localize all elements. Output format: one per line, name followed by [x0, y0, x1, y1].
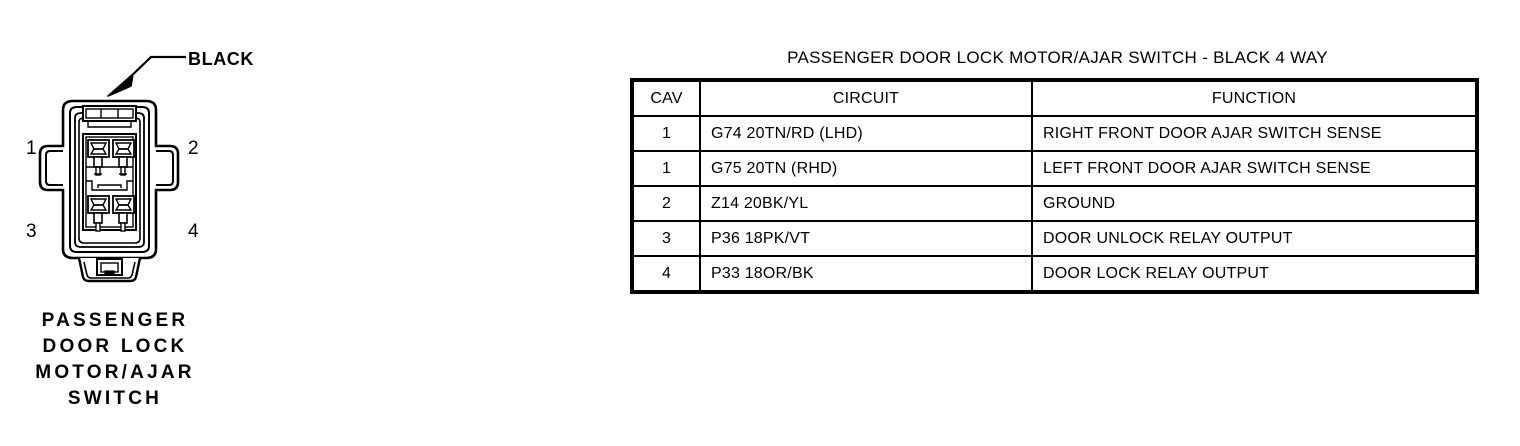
header-circuit: CIRCUIT: [699, 79, 1033, 117]
terminal-cavity-4: [112, 195, 135, 232]
row-cav: 3: [631, 220, 701, 257]
terminal-cavity-3: [87, 195, 110, 232]
connector-color-label: BLACK: [188, 49, 254, 69]
terminal-cavities: [86, 139, 135, 232]
row-cav: 2: [631, 185, 701, 222]
pinout-table-panel: PASSENGER DOOR LOCK MOTOR/AJAR SWITCH - …: [630, 48, 1479, 294]
row-function: GROUND: [1031, 185, 1478, 222]
table-title: PASSENGER DOOR LOCK MOTOR/AJAR SWITCH - …: [787, 48, 1328, 67]
table-row: 1 G75 20TN (RHD) LEFT FRONT DOOR AJAR SW…: [631, 150, 1478, 187]
terminal-cavity-1: [87, 139, 110, 176]
caption-line-4: SWITCH: [67, 388, 163, 409]
row-circuit: P33 18OR/BK: [699, 255, 1033, 293]
terminal-cavity-2: [112, 139, 135, 176]
row-function: RIGHT FRONT DOOR AJAR SWITCH SENSE: [1031, 115, 1478, 152]
caption-line-2: DOOR LOCK: [42, 336, 188, 357]
table-row: 3 P36 18PK/VT DOOR UNLOCK RELAY OUTPUT: [631, 220, 1478, 257]
header-cav: CAV: [631, 79, 701, 117]
table-row: 2 Z14 20BK/YL GROUND: [631, 185, 1478, 222]
pinout-table: CAV CIRCUIT FUNCTION 1 G74 20TN/RD (LHD)…: [630, 78, 1479, 294]
row-function: DOOR LOCK RELAY OUTPUT: [1031, 255, 1478, 293]
row-cav: 1: [631, 115, 701, 152]
row-cav: 4: [631, 255, 701, 293]
table-row: 4 P33 18OR/BK DOOR LOCK RELAY OUTPUT: [631, 255, 1478, 293]
connector-caption: PASSENGER DOOR LOCK MOTOR/AJAR SWITCH: [0, 308, 230, 412]
connector-housing: [38, 99, 180, 283]
connector-illustration-panel: 1 2 3 4 BLACK PASSENGER DOOR LOCK MOTOR/…: [0, 0, 300, 446]
row-function: DOOR UNLOCK RELAY OUTPUT: [1031, 220, 1478, 257]
cavity-number-1: 1: [26, 138, 37, 159]
cavity-number-3: 3: [26, 221, 37, 242]
row-circuit: Z14 20BK/YL: [699, 185, 1033, 222]
table-header-row: CAV CIRCUIT FUNCTION: [631, 79, 1478, 117]
row-function: LEFT FRONT DOOR AJAR SWITCH SENSE: [1031, 150, 1478, 187]
caption-line-1: PASSENGER: [41, 310, 189, 331]
black-leader-line: [107, 55, 186, 97]
row-cav: 1: [631, 150, 701, 187]
cavity-number-2: 2: [188, 138, 199, 159]
table-row: 1 G74 20TN/RD (LHD) RIGHT FRONT DOOR AJA…: [631, 115, 1478, 152]
header-function: FUNCTION: [1031, 79, 1478, 117]
row-circuit: G74 20TN/RD (LHD): [699, 115, 1033, 152]
row-circuit: G75 20TN (RHD): [699, 150, 1033, 187]
connector-drawing: [38, 55, 186, 283]
cavity-number-4: 4: [188, 221, 199, 242]
caption-line-3: MOTOR/AJAR: [35, 362, 195, 383]
row-circuit: P36 18PK/VT: [699, 220, 1033, 257]
